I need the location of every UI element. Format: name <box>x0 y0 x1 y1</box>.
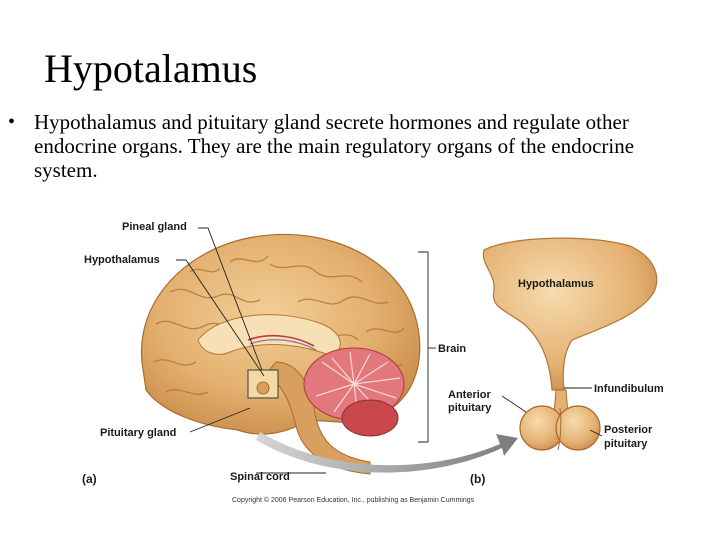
label-brain: Brain <box>438 343 466 355</box>
label-pituitary-gland: Pituitary gland <box>100 427 176 439</box>
panel-label-b: (b) <box>470 472 485 486</box>
label-hypothalamus-b: Hypothalamus <box>518 278 594 290</box>
bullet-marker: • <box>8 110 15 134</box>
endocrine-figure: Pineal gland Hypothalamus Brain Anterior… <box>70 212 710 512</box>
bullet-text: Hypothalamus and pituitary gland secrete… <box>34 110 674 182</box>
label-hypothalamus-a: Hypothalamus <box>84 254 160 266</box>
slide-title: Hypotalamus <box>44 44 257 94</box>
label-posterior-pituitary-2: pituitary <box>604 438 648 450</box>
label-pineal-gland: Pineal gland <box>122 221 187 233</box>
label-spinal-cord: Spinal cord <box>230 471 290 483</box>
pituitary-illustration <box>483 238 656 450</box>
brain-illustration <box>141 235 419 474</box>
panel-label-a: (a) <box>82 472 97 486</box>
label-anterior-pituitary-2: pituitary <box>448 402 492 414</box>
connector-arrow <box>256 432 518 473</box>
label-infundibulum: Infundibulum <box>594 383 664 395</box>
label-anterior-pituitary-1: Anterior <box>448 389 492 401</box>
label-posterior-pituitary-1: Posterior <box>604 424 653 436</box>
copyright-notice: Copyright © 2006 Pearson Education, Inc.… <box>232 496 475 504</box>
